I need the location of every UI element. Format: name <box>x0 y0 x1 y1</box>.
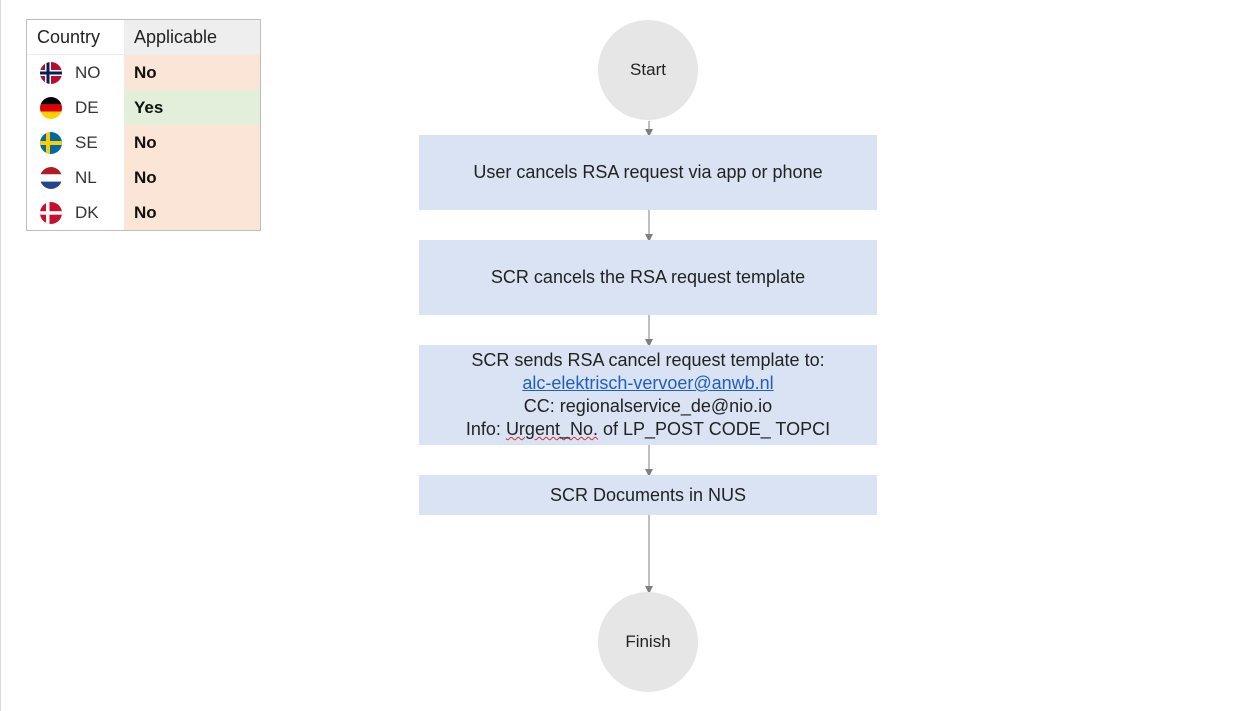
step-user-cancels: User cancels RSA request via app or phon… <box>419 135 877 210</box>
info-prefix: Info: <box>465 419 506 439</box>
header-applicable: Applicable <box>124 20 260 54</box>
start-node: Start <box>598 20 698 120</box>
applicable-cell: No <box>124 195 260 230</box>
header-country: Country <box>37 26 101 47</box>
page-left-border <box>0 0 1 711</box>
country-cell: NL <box>27 160 124 195</box>
table-row-se: SE No <box>27 125 260 160</box>
country-code: NL <box>75 167 97 187</box>
sweden-flag-icon <box>40 131 62 154</box>
country-applicability-table: Country Applicable NO No <box>26 19 261 231</box>
country-code: SE <box>75 132 98 152</box>
germany-flag-icon <box>40 96 62 119</box>
table-row-nl: NL No <box>27 160 260 195</box>
country-cell: SE <box>27 125 124 160</box>
step3-line1: SCR sends RSA cancel request template to… <box>471 350 825 370</box>
step3-cc-line: CC: regionalservice_de@nio.io <box>523 396 773 416</box>
applicable-cell: No <box>124 55 260 90</box>
table-row-de: DE Yes <box>27 90 260 125</box>
step-scr-cancels-template: SCR cancels the RSA request template <box>419 240 877 315</box>
country-cell: DE <box>27 90 124 125</box>
denmark-flag-icon <box>40 201 62 224</box>
recipient-email-link[interactable]: alc-elektrisch-vervoer@anwb.nl <box>522 373 774 393</box>
info-rest: of LP_POST CODE_ TOPCI <box>598 419 831 439</box>
country-code: DE <box>75 97 99 117</box>
netherlands-flag-icon <box>40 166 62 189</box>
applicable-cell: No <box>124 160 260 195</box>
finish-node: Finish <box>598 592 698 692</box>
table-row-no: NO No <box>27 55 260 90</box>
country-code: DK <box>75 202 99 222</box>
step-scr-documents-nus: SCR Documents in NUS <box>419 475 877 515</box>
applicable-cell: No <box>124 125 260 160</box>
table-header: Country Applicable <box>27 20 260 55</box>
norway-flag-icon <box>40 61 62 84</box>
country-cell: DK <box>27 195 124 230</box>
country-cell: NO <box>27 55 124 90</box>
applicable-cell: Yes <box>124 90 260 125</box>
step-scr-sends-cancel-request: SCR sends RSA cancel request template to… <box>419 345 877 445</box>
country-code: NO <box>75 62 101 82</box>
table-row-dk: DK No <box>27 195 260 230</box>
info-misspelled-token: Urgent_No. <box>505 419 598 439</box>
step3-info-line: Info: Urgent_No. of LP_POST CODE_ TOPCI <box>466 418 830 441</box>
